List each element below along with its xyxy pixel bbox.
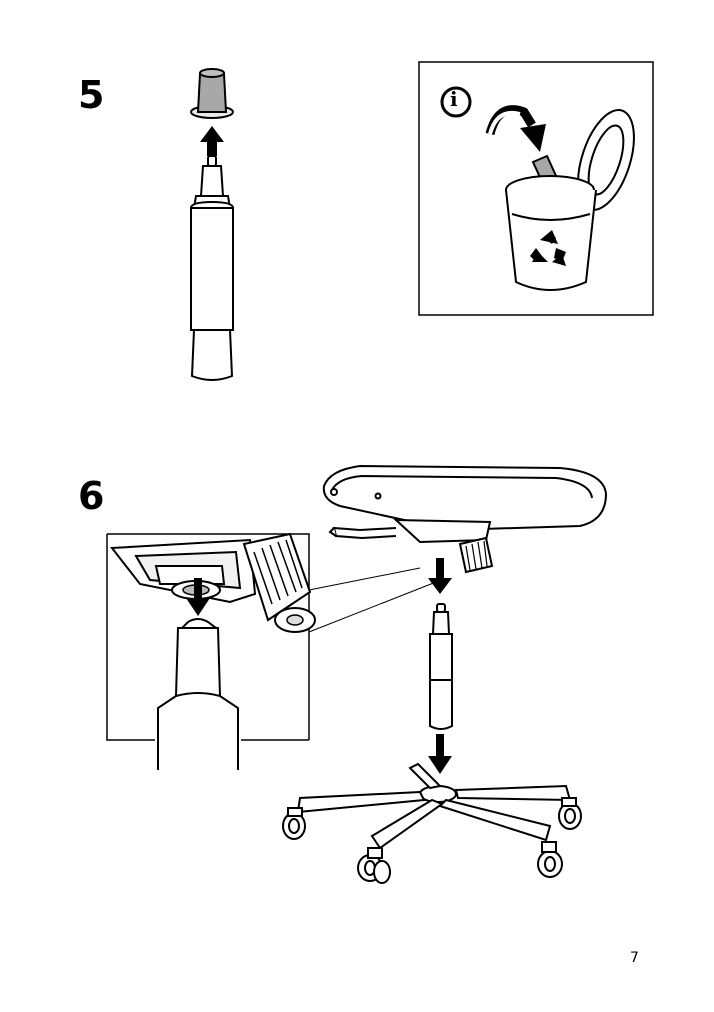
info-icon-letter: i	[450, 87, 458, 111]
recycle-symbol-icon	[530, 230, 566, 266]
chair-seat	[322, 464, 608, 574]
arrow-down-icon	[428, 558, 452, 594]
detail-inset	[106, 532, 437, 770]
caster-right	[558, 797, 582, 830]
page-number: 7	[630, 950, 639, 966]
step-6-number: 6	[78, 474, 105, 518]
gas-cylinder	[190, 155, 234, 381]
caster-front-left	[357, 847, 391, 884]
chair-base	[282, 762, 582, 884]
info-icon	[440, 86, 472, 118]
gas-cylinder-step6	[429, 603, 453, 730]
caster-front-right	[537, 841, 563, 878]
step-5-number: 5	[78, 73, 105, 117]
info-recycling-box	[418, 61, 654, 316]
caster-left	[282, 807, 306, 840]
gas-lift-cap	[190, 68, 234, 119]
arrow-down-icon-2	[428, 734, 452, 774]
arrow-up-icon	[200, 126, 224, 156]
